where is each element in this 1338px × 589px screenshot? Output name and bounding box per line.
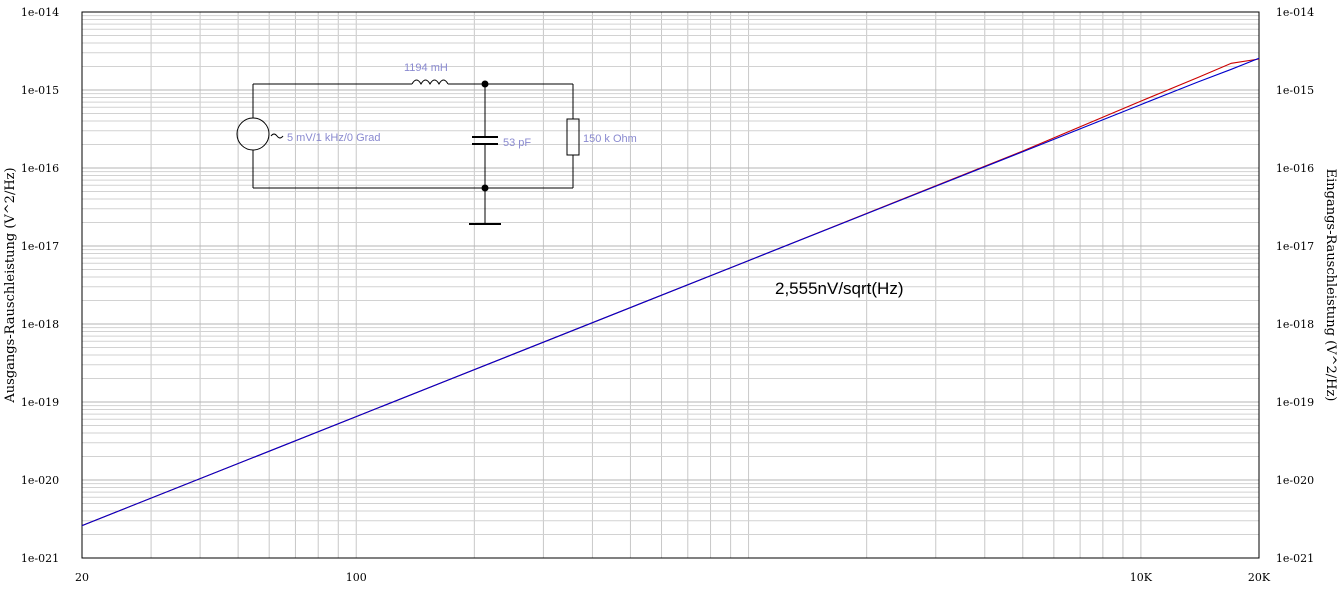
noise-density-annotation: 2,555nV/sqrt(Hz) <box>775 279 904 298</box>
inductor-symbol <box>411 79 449 86</box>
inductor-label: 1194 mH <box>404 62 448 74</box>
x-tick-label: 100 <box>346 571 367 584</box>
y-tick-label-right: 1e-017 <box>1276 240 1314 253</box>
resistor-symbol <box>566 118 580 156</box>
y-tick-label-left: 1e-019 <box>21 396 59 409</box>
y-tick-label-left: 1e-020 <box>21 474 59 487</box>
x-tick-label: 10K <box>1130 571 1153 584</box>
y-tick-label-right: 1e-021 <box>1276 552 1314 565</box>
series-lines <box>81 57 1260 527</box>
y-tick-label-left: 1e-015 <box>21 84 59 97</box>
y-tick-label-right: 1e-018 <box>1276 318 1314 331</box>
plot-frame <box>81 11 1260 559</box>
x-tick-label: 20 <box>75 571 89 584</box>
source-label: 5 mV/1 kHz/0 Grad <box>287 132 381 144</box>
y-tick-label-left: 1e-021 <box>21 552 59 565</box>
capacitor-label: 53 pF <box>503 137 531 149</box>
y-tick-label-right: 1e-015 <box>1276 84 1314 97</box>
y-axis-label-left: Ausgangs-Rauschleistung (V^2/Hz) <box>3 167 18 403</box>
ac-wave-icon <box>270 133 284 139</box>
y-tick-label-right: 1e-020 <box>1276 474 1314 487</box>
y-tick-label-right: 1e-014 <box>1276 6 1314 19</box>
y-tick-label-left: 1e-018 <box>21 318 59 331</box>
series-line-2 <box>81 57 1260 527</box>
circuit-schematic <box>236 79 580 225</box>
y-axis-label-right: Eingangs-Rauschleistung (V^2/Hz) <box>1323 169 1338 402</box>
x-tick-label: 20K <box>1248 571 1271 584</box>
y-tick-label-right: 1e-019 <box>1276 396 1314 409</box>
y-tick-label-left: 1e-017 <box>21 240 59 253</box>
y-tick-label-left: 1e-014 <box>21 6 59 19</box>
y-tick-label-right: 1e-016 <box>1276 162 1314 175</box>
junction-dot-top <box>481 80 489 88</box>
junction-dot-bottom <box>481 184 489 192</box>
voltage-source-symbol <box>236 117 270 151</box>
tick-labels: 1e-021 1e-021 1e-020 1e-020 1e-019 1e-019 1e-0… <box>21 6 1314 584</box>
y-tick-label-left: 1e-016 <box>21 162 59 175</box>
grid <box>82 12 1259 559</box>
resistor-label: 150 k Ohm <box>583 133 637 145</box>
